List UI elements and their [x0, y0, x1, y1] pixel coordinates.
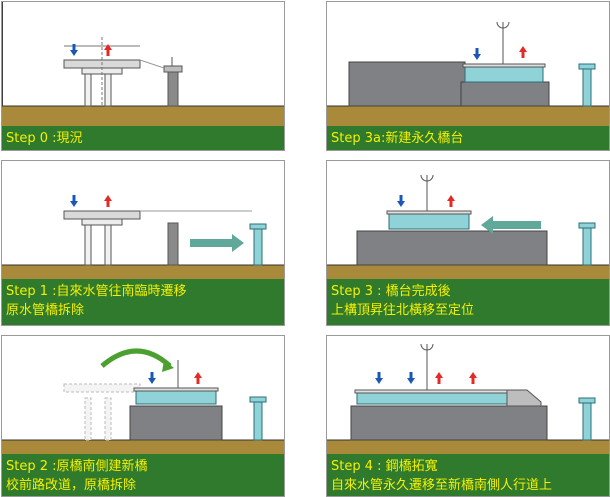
caption-line: 自來水管永久遷移至新橋南側人行道上 [331, 478, 553, 493]
diagram-step4 [327, 343, 609, 454]
bridge-deck [63, 210, 141, 220]
pipe-line [139, 59, 165, 69]
removed-pier [84, 397, 92, 441]
pier-column [104, 224, 112, 266]
down-arrow-icon [148, 372, 156, 384]
caption-step4: Step 4 : 鋼橋拓寬 自來水管永久遷移至新橋南側人行道上 [327, 454, 609, 496]
abutment [350, 405, 548, 441]
pier-column [104, 73, 112, 107]
lamp-icon [420, 174, 434, 182]
caption-step1: Step 1 :自來水管往南臨時遷移 原水管橋拆除 [2, 279, 284, 325]
diagram-step1 [2, 195, 284, 279]
panel-step4: Step 4 : 鋼橋拓寬 自來水管永久遷移至新橋南側人行道上 [326, 335, 610, 497]
caption-line: Step 0 :現況 [6, 131, 83, 146]
lamp-icon [420, 343, 434, 351]
diagram-step3a [327, 21, 609, 126]
up-arrow-icon [104, 44, 112, 56]
arrow-head-icon [162, 360, 174, 372]
up-arrow-icon [104, 195, 112, 207]
caption-line: 上構頂昇往北橫移至定位 [331, 303, 475, 318]
down-arrow-icon [70, 195, 78, 207]
up-arrow-icon [447, 195, 455, 207]
pipe-pier [582, 401, 592, 441]
pipe-pier-cap [578, 222, 596, 229]
ground [327, 440, 609, 454]
removed-deck [63, 383, 141, 393]
abutment [348, 61, 466, 107]
deck-slab [133, 387, 219, 392]
ground [327, 265, 609, 279]
diagram-step3 [327, 174, 609, 279]
temp-pipe-pier [253, 228, 263, 266]
abutment-base [460, 81, 550, 107]
deck-slab [386, 210, 472, 215]
abutment [356, 230, 548, 266]
pipe-pier-cap [578, 63, 596, 70]
steel-girder [464, 65, 544, 83]
removed-pier [104, 397, 112, 441]
caption-step3a: Step 3a:新建永久橋台 [327, 126, 609, 150]
pipe-pier [167, 71, 179, 107]
up-arrow-icon [519, 46, 527, 58]
up-arrow-icon [194, 372, 202, 384]
diagram-step0 [2, 2, 284, 126]
down-arrow-icon [407, 372, 415, 384]
pipe-pier [582, 226, 592, 266]
up-arrow-icon [435, 372, 443, 384]
ground [2, 106, 284, 126]
deck-slab [462, 63, 546, 68]
ground [327, 106, 609, 126]
curved-move-arrow-icon [100, 348, 172, 368]
panel-step3: Step 3 : 橋台完成後 上構頂昇往北橫移至定位 [326, 160, 610, 326]
sidewalk-extension [506, 389, 542, 407]
down-arrow-icon [375, 372, 383, 384]
pipe-pier [167, 222, 179, 266]
caption-line: Step 4 : 鋼橋拓寬 [331, 459, 438, 474]
panel-step0: Step 0 :現況 [1, 1, 285, 151]
deck-slab [354, 389, 510, 394]
down-arrow-icon [397, 195, 405, 207]
move-arrow-icon [190, 234, 244, 252]
caption-line: Step 2 :原橋南側建新橋 [6, 459, 148, 474]
pier-cap [81, 218, 123, 226]
pipe-pier-cap [249, 396, 267, 403]
pipe-pier-cap [578, 397, 596, 404]
caption-line: 原水管橋拆除 [6, 303, 85, 318]
caption-step3: Step 3 : 橋台完成後 上構頂昇往北橫移至定位 [327, 279, 609, 325]
caption-line: Step 3a:新建永久橋台 [331, 131, 464, 146]
pier-column [84, 224, 92, 266]
panel-step2: Step 2 :原橋南側建新橋 校前路改道，原橋拆除 [1, 335, 285, 497]
abutment [129, 405, 223, 441]
caption-line: 校前路改道，原橋拆除 [6, 478, 137, 493]
steel-girder [388, 212, 470, 230]
panel-step1: Step 1 :自來水管往南臨時遷移 原水管橋拆除 [1, 160, 285, 326]
shift-arrow-icon [481, 216, 541, 234]
pipe-bridge [163, 65, 183, 73]
caption-step0: Step 0 :現況 [2, 126, 284, 150]
up-arrow-icon [469, 372, 477, 384]
caption-line: Step 1 :自來水管往南臨時遷移 [6, 284, 187, 299]
pier-column [84, 73, 92, 107]
down-arrow-icon [473, 48, 481, 60]
panel-step3a: Step 3a:新建永久橋台 [326, 1, 610, 151]
lamp-icon [496, 21, 510, 29]
pipe-pier [253, 401, 263, 441]
ground [2, 265, 284, 279]
steel-girder [135, 389, 217, 405]
ground [2, 440, 284, 454]
steel-girder [356, 391, 508, 405]
temp-pipe-cap [249, 223, 267, 230]
caption-step2: Step 2 :原橋南側建新橋 校前路改道，原橋拆除 [2, 454, 284, 496]
caption-line: Step 3 : 橋台完成後 [331, 284, 451, 299]
down-arrow-icon [70, 44, 78, 56]
diagram-step2 [2, 348, 284, 454]
pipe-pier [582, 67, 592, 107]
